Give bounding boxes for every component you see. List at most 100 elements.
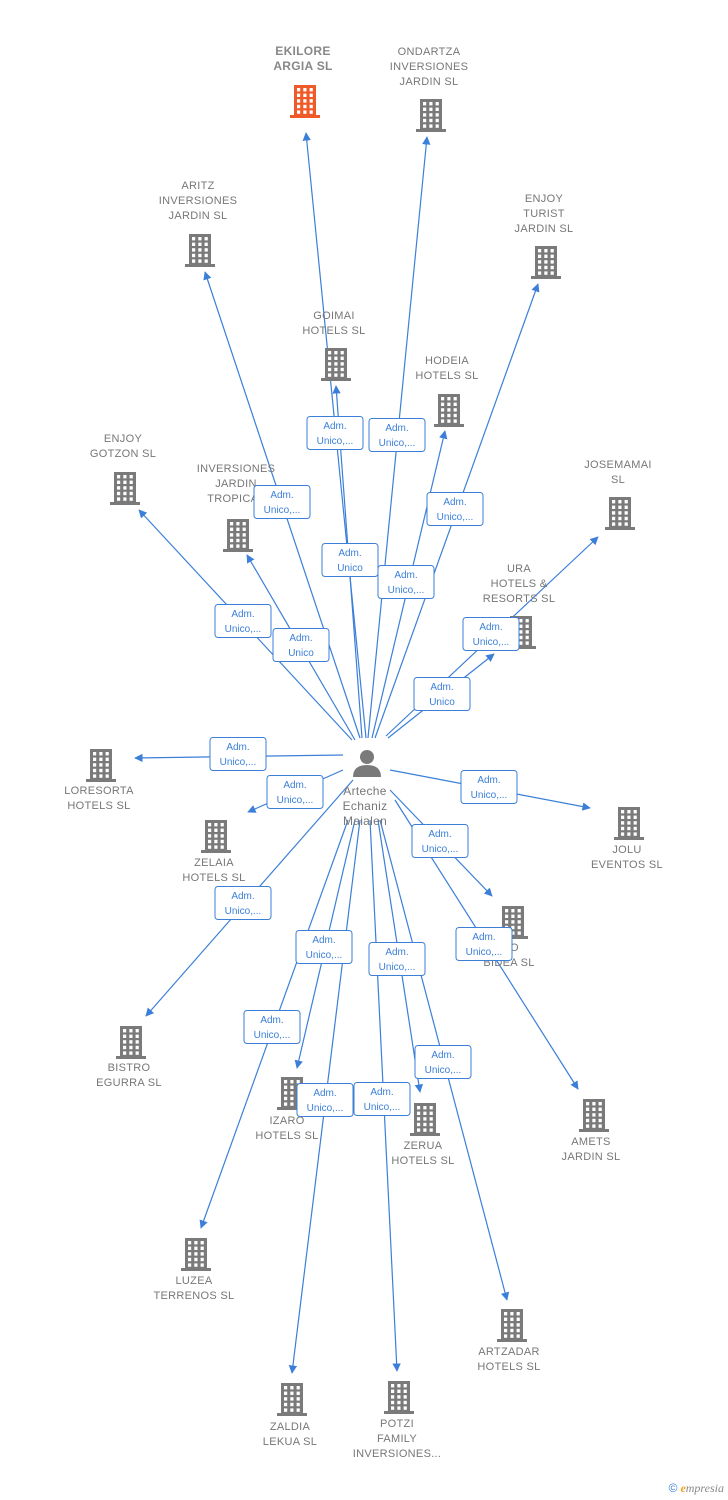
relation-tag-box — [377, 565, 435, 599]
person-name-line-3: Maialen — [343, 814, 387, 828]
building-icon — [497, 1309, 527, 1342]
relation-tag-zelaia[interactable]: Adm.Unico,... — [266, 775, 324, 809]
relation-tag-text: Unico,... — [264, 505, 301, 516]
relation-tag-artzadar[interactable]: Adm.Unico,... — [414, 1045, 472, 1079]
empresia-footer[interactable]: © empresia — [669, 1481, 724, 1496]
company-label: AMETS — [571, 1136, 610, 1148]
relation-tag-ondartza[interactable]: Adm.Unico,... — [368, 418, 426, 452]
relation-tag-zerua[interactable]: Adm.Unico,... — [368, 942, 426, 976]
relation-tag-hodeia[interactable]: Adm.Unico,... — [377, 565, 435, 599]
relation-tag-text: Unico,... — [225, 906, 262, 917]
building-icon — [223, 519, 253, 552]
relation-tag-inversiones-tropical[interactable]: Adm.Unico — [272, 628, 330, 662]
relation-tag-potzi[interactable]: Adm.Unico,... — [353, 1082, 411, 1116]
person-icon-head — [360, 750, 374, 764]
company-label: HODEIA — [425, 355, 469, 367]
relation-tag-ekilore[interactable]: Adm.Unico,... — [306, 416, 364, 450]
building-icon — [201, 820, 231, 853]
company-label: ARITZ — [181, 180, 214, 192]
company-label: LEKUA SL — [263, 1436, 317, 1448]
relation-tag-text: Unico,... — [220, 757, 257, 768]
relation-tag-josemamai[interactable]: Adm.Unico,... — [462, 617, 520, 651]
relation-tag-luzea[interactable]: Adm.Unico,... — [243, 1010, 301, 1044]
relation-tag-text: Unico — [337, 563, 363, 574]
company-label: JARDIN SL — [515, 223, 574, 235]
person-node[interactable]: Arteche Echaniz Maialen — [343, 750, 388, 828]
relation-tag-iko-bidea[interactable]: Adm.Unico,... — [411, 824, 469, 858]
company-label: JOLU — [612, 844, 641, 856]
building-icon — [531, 246, 561, 279]
relation-tag-text: Adm. — [479, 622, 502, 633]
company-label: JARDIN — [215, 478, 257, 490]
company-node-jolu[interactable]: JOLU EVENTOS SL — [591, 807, 663, 871]
relation-tag-goimai[interactable]: Adm.Unico — [321, 543, 379, 577]
company-label: ZERUA — [404, 1140, 443, 1152]
relation-tag-enjoy-turist[interactable]: Adm.Unico,... — [426, 492, 484, 526]
relation-tag-text: Adm. — [270, 490, 293, 501]
relation-tag-text: Unico,... — [306, 950, 343, 961]
relation-tag-zaldia[interactable]: Adm.Unico,... — [296, 1083, 354, 1117]
company-label: INVERSIONES — [159, 195, 238, 207]
company-label: ZELAIA — [194, 857, 234, 869]
relation-tag-amets[interactable]: Adm.Unico,... — [455, 927, 513, 961]
relation-tag-text: Unico,... — [225, 624, 262, 635]
building-icon — [110, 472, 140, 505]
building-icon — [321, 348, 351, 381]
company-label: GOIMAI — [313, 310, 355, 322]
relation-tag-box — [462, 617, 520, 651]
relation-tag-text: Unico,... — [388, 585, 425, 596]
company-label: POTZI — [380, 1418, 414, 1430]
relation-tag-text: Adm. — [428, 829, 451, 840]
company-label: ARTZADAR — [478, 1346, 539, 1358]
empresia-logo-text: mpresia — [685, 1481, 724, 1495]
company-label: FAMILY — [377, 1433, 417, 1445]
relation-tag-text: Unico,... — [471, 790, 508, 801]
relation-tag-box — [214, 886, 272, 920]
building-icon — [86, 749, 116, 782]
relation-tag-loresorta[interactable]: Adm.Unico,... — [209, 737, 267, 771]
copyright-icon: © — [668, 1481, 678, 1495]
company-label: RESORTS SL — [483, 593, 556, 605]
relation-tag-box — [272, 628, 330, 662]
building-icon — [579, 1099, 609, 1132]
company-label: ENJOY — [525, 193, 564, 205]
relation-tag-enjoy-gotzon[interactable]: Adm. Unico,... — [214, 604, 272, 638]
relation-tag-text: Adm. — [231, 609, 254, 620]
relation-tag-box — [209, 737, 267, 771]
building-icon — [116, 1026, 146, 1059]
person-name-line-1: Arteche — [343, 784, 386, 798]
relation-tag-izaro[interactable]: Adm.Unico,... — [295, 930, 353, 964]
company-label: ENJOY — [104, 433, 143, 445]
relation-tag-box — [368, 942, 426, 976]
relation-tag-aritz[interactable]: Adm. Unico,... — [253, 485, 311, 519]
company-node-potzi[interactable]: POTZIFAMILYINVERSIONES... — [353, 1381, 442, 1460]
relation-tag-box — [306, 416, 364, 450]
relation-tag-text: Adm. — [443, 497, 466, 508]
company-label: INVERSIONES — [390, 61, 469, 73]
relation-tag-text: Adm. — [370, 1087, 393, 1098]
relation-tag-text: Unico — [429, 697, 455, 708]
company-label: EVENTOS SL — [591, 859, 663, 871]
building-icon — [416, 99, 446, 132]
relation-tag-ura[interactable]: Adm.Unico — [413, 677, 471, 711]
relation-tag-bistro[interactable]: Adm.Unico,... — [214, 886, 272, 920]
relation-tag-jolu[interactable]: Adm.Unico,... — [460, 770, 518, 804]
